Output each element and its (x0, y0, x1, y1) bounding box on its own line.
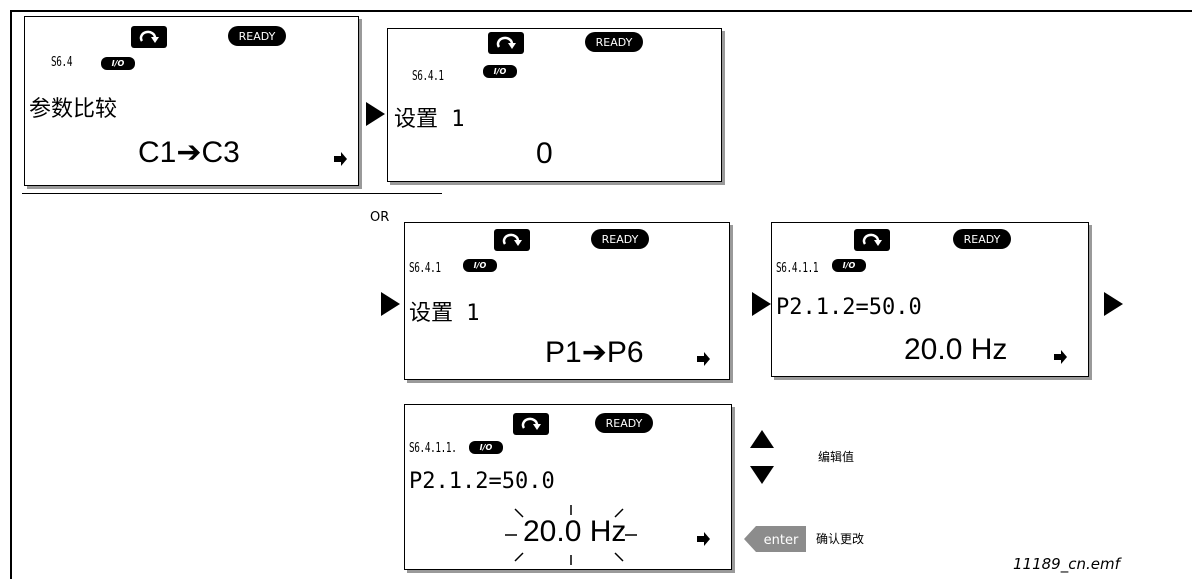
enter-label: enter (764, 533, 799, 548)
io-term-badge: I/O term (101, 57, 135, 81)
panel-value-blinking: 20.0 Hz (523, 515, 627, 548)
loop-icon (131, 26, 167, 48)
ready-badge: READY (591, 229, 649, 249)
ready-label: READY (596, 36, 633, 49)
io-term-badge: I/O term (832, 259, 866, 283)
menu-code: S6.4 (51, 55, 73, 70)
io-term-badge: I/O term (469, 441, 503, 465)
small-arrow-icon (697, 352, 710, 366)
edit-value-label: 编辑值 (818, 450, 855, 464)
ready-label: READY (602, 233, 639, 246)
ready-label: READY (606, 417, 643, 430)
down-arrow-icon (750, 466, 774, 484)
filename-label: 11189_cn.emf (1013, 555, 1120, 573)
panel-value: 0 (536, 137, 553, 170)
ready-badge: READY (228, 26, 286, 46)
right-arrow-icon (366, 102, 385, 126)
or-label: OR (370, 210, 390, 225)
keypad-display-2: READY S6.4.1 I/O term 设置 1 0 (387, 28, 722, 182)
keypad-display-1: READY S6.4 I/O term 参数比较 C1➔C3 (24, 16, 359, 186)
panel-value: 20.0 Hz (904, 333, 1008, 366)
io-term-badge: I/O term (463, 259, 497, 283)
panel-title: 参数比较 (29, 97, 118, 122)
enter-key-icon: enter (744, 526, 806, 552)
panel-title: P2.1.2=50.0 (776, 295, 922, 320)
ready-label: READY (964, 233, 1001, 246)
ready-label: READY (239, 30, 276, 43)
menu-code: S6.4.1 (412, 69, 444, 84)
menu-code: S6.4.1.1. (409, 441, 457, 456)
loop-icon (513, 413, 549, 435)
panel-title: 设置 1 (409, 301, 480, 326)
small-arrow-icon (334, 152, 347, 166)
menu-code: S6.4.1.1 (776, 261, 819, 276)
diagram-frame (10, 10, 1192, 579)
panel-value: P1➔P6 (545, 336, 644, 369)
small-arrow-icon (1054, 350, 1067, 364)
io-term-badge: I/O term (483, 65, 517, 89)
panel-title: P2.1.2=50.0 (409, 469, 555, 494)
ready-badge: READY (585, 32, 643, 52)
right-arrow-icon (1104, 292, 1123, 316)
panel-value: C1➔C3 (138, 136, 240, 169)
separator-line (22, 193, 442, 194)
confirm-label: 确认更改 (816, 532, 865, 546)
blink-rays-icon (505, 505, 637, 565)
keypad-display-4: READY S6.4.1.1 I/O term P2.1.2=50.0 20.0… (771, 222, 1089, 377)
keypad-display-3: READY S6.4.1 I/O term 设置 1 P1➔P6 (404, 222, 730, 380)
loop-icon (494, 229, 530, 251)
right-arrow-icon (752, 292, 771, 316)
loop-icon (854, 229, 890, 251)
small-arrow-icon (697, 532, 710, 546)
ready-badge: READY (953, 229, 1011, 249)
keypad-display-5: READY S6.4.1.1. I/O term P2.1.2=50.0 20.… (404, 404, 732, 570)
panel-title: 设置 1 (394, 107, 465, 132)
loop-icon (488, 32, 524, 54)
menu-code: S6.4.1 (409, 261, 441, 276)
ready-badge: READY (595, 413, 653, 433)
up-arrow-icon (750, 430, 774, 448)
right-arrow-icon (381, 292, 400, 316)
